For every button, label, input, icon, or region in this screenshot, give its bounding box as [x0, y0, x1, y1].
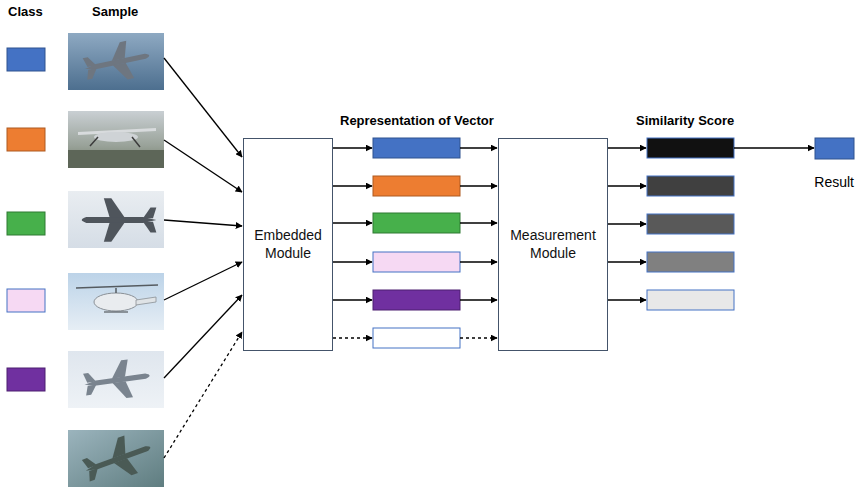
- class-swatches: [7, 48, 45, 391]
- sample-images: [68, 33, 164, 489]
- score-bar: [647, 176, 734, 196]
- class-swatch: [7, 368, 45, 391]
- column-heading: Representation of Vector: [340, 113, 494, 128]
- module-label: Measurement Module: [505, 227, 601, 262]
- vector-bar: [373, 328, 460, 348]
- score-bars: [647, 138, 734, 310]
- column-heading: Class: [8, 4, 43, 19]
- class-swatch: [7, 48, 45, 71]
- score-bar: [647, 214, 734, 234]
- class-swatch: [7, 289, 45, 312]
- vector-bar: [373, 252, 460, 272]
- result-label: Result: [814, 174, 854, 190]
- sample-image: [68, 351, 164, 408]
- input-arrow: [164, 332, 242, 458]
- sample-image: [68, 429, 164, 489]
- result-swatch: [815, 138, 854, 159]
- sample-image: [68, 191, 164, 248]
- input-arrow: [164, 58, 242, 157]
- score-arrows: [608, 148, 814, 300]
- module-box: Embedded Module: [243, 138, 333, 351]
- class-swatch: [7, 128, 45, 151]
- input-arrow: [164, 262, 242, 300]
- module-box: Measurement Module: [498, 138, 608, 351]
- vector-bar: [373, 290, 460, 310]
- column-heading: Similarity Score: [636, 113, 734, 128]
- vector-bar: [373, 213, 460, 233]
- score-bar: [647, 252, 734, 272]
- class-swatch: [7, 212, 45, 235]
- input-arrow: [164, 140, 242, 192]
- input-arrow: [164, 295, 242, 378]
- module-label: Embedded Module: [250, 227, 326, 262]
- sample-image: [68, 33, 164, 90]
- vector-arrows: [333, 148, 497, 338]
- vector-bars: [373, 138, 460, 348]
- score-bar: [647, 138, 734, 158]
- column-heading: Sample: [92, 4, 138, 19]
- input-arrow: [164, 220, 242, 226]
- result-arrow: [734, 147, 814, 148]
- sample-image: [68, 273, 164, 330]
- score-bar: [647, 290, 734, 310]
- sample-image: [68, 111, 164, 168]
- input-arrows: [164, 58, 242, 458]
- vector-bar: [373, 176, 460, 196]
- vector-bar: [373, 138, 460, 158]
